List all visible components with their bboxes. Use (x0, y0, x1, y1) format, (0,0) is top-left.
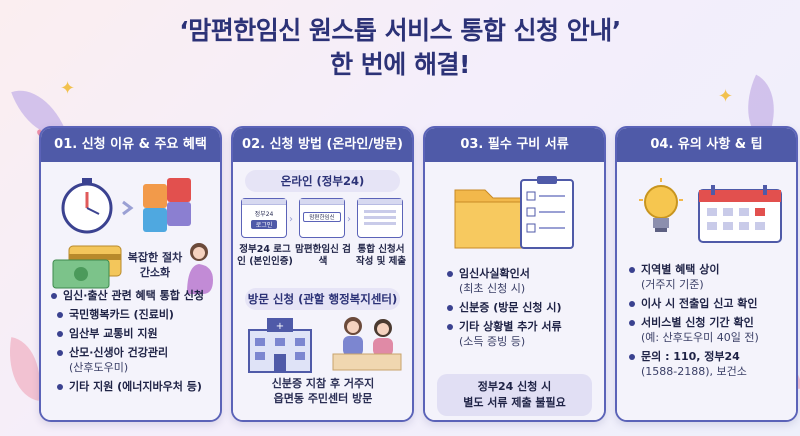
arrow-right-icon: › (347, 214, 351, 225)
svg-text:+: + (276, 321, 284, 332)
card-tips: 04. 유의 사항 & 팁 지역별 혜택 상이(거주지 기준) 이사 시 전출입… (615, 126, 798, 422)
list-item: 문의 : 110, 정부24(1588-2188), 보건소 (629, 349, 795, 379)
callout-line-1: 복잡한 절차 (127, 251, 183, 264)
card-header: 04. 유의 사항 & 팁 (617, 128, 796, 162)
pregnant-woman-icon (187, 243, 213, 294)
building-icon: + (248, 318, 312, 373)
stopwatch-puzzle-icon (61, 178, 191, 234)
arrow-right-icon: › (289, 214, 293, 225)
list-item: 기타 상황별 추가 서류(소득 증빙 등) (447, 319, 597, 349)
online-label: 온라인 (정부24) (245, 170, 400, 192)
document-screen-icon (357, 198, 403, 238)
list-item: 임신사실확인서(최초 신청 시) (447, 266, 597, 296)
title-line-1: ‘맘편한임신 원스톱 서비스 통합 신청 안내’ (179, 16, 621, 45)
visit-line-2: 읍면동 주민센터 방문 (273, 392, 373, 405)
step-caption: 맘편한임신 검색 (295, 244, 351, 267)
list-item: 산모·신생아 건강관리(산후도우미) (57, 345, 219, 375)
visit-label: 방문 신청 (관할 행정복지센터) (245, 288, 400, 310)
card-header: 02. 신청 방법 (온라인/방문) (233, 128, 412, 162)
card-header: 01. 신청 이유 & 주요 혜택 (41, 128, 220, 162)
list-item: 지역별 혜택 상이(거주지 기준) (629, 262, 795, 292)
folder-checklist-icon (454, 176, 574, 249)
card-documents: 03. 필수 구비 서류 임신사실확인서(최초 신청 시) 신분증 (방문 신청… (423, 126, 606, 422)
online-note: 정부24 신청 시 별도 서류 제출 불필요 (437, 374, 592, 416)
step-caption: 정부24 로그인 (본인인증) (237, 244, 293, 267)
list-item: 신분증 (방문 신청 시) (447, 300, 597, 315)
list-item: 임신·출산 관련 혜택 통합 신청 (51, 288, 219, 303)
search-screen-icon: 맘편한임신 (299, 198, 345, 238)
callout-line-2: 간소화 (139, 266, 171, 279)
page-title: ‘맘편한임신 원스톱 서비스 통합 신청 안내’ 한 번에 해결! (0, 14, 800, 82)
money-card-icon (52, 245, 122, 289)
list-item: 국민행복카드 (진료비) (57, 307, 219, 322)
lightbulb-icon (639, 178, 683, 232)
list-item: 서비스별 신청 기간 확인(예: 산후도우미 40일 전) (629, 315, 795, 345)
counter-people-icon (332, 317, 402, 371)
card-benefits: 01. 신청 이유 & 주요 혜택 복잡한 절차 간소화 (39, 126, 222, 422)
list-item: 임산부 교통비 지원 (57, 326, 219, 341)
card-header: 03. 필수 구비 서류 (425, 128, 604, 162)
visit-line-1: 신분증 지참 후 거주지 (271, 377, 375, 390)
login-screen-icon: 정부24 로그인 (241, 198, 287, 238)
step-caption: 통합 신청서 작성 및 제출 (355, 244, 407, 267)
title-line-2: 한 번에 해결! (330, 50, 470, 79)
calendar-icon (698, 185, 782, 243)
card-method: 02. 신청 방법 (온라인/방문) 온라인 (정부24) 정부24 로그인 맘… (231, 126, 414, 422)
sparkle-icon: ✦ (60, 78, 76, 99)
list-item: 이사 시 전출입 신고 확인 (629, 296, 795, 311)
sparkle-icon: ✦ (718, 86, 734, 107)
list-item: 기타 지원 (에너지바우처 등) (57, 379, 219, 394)
